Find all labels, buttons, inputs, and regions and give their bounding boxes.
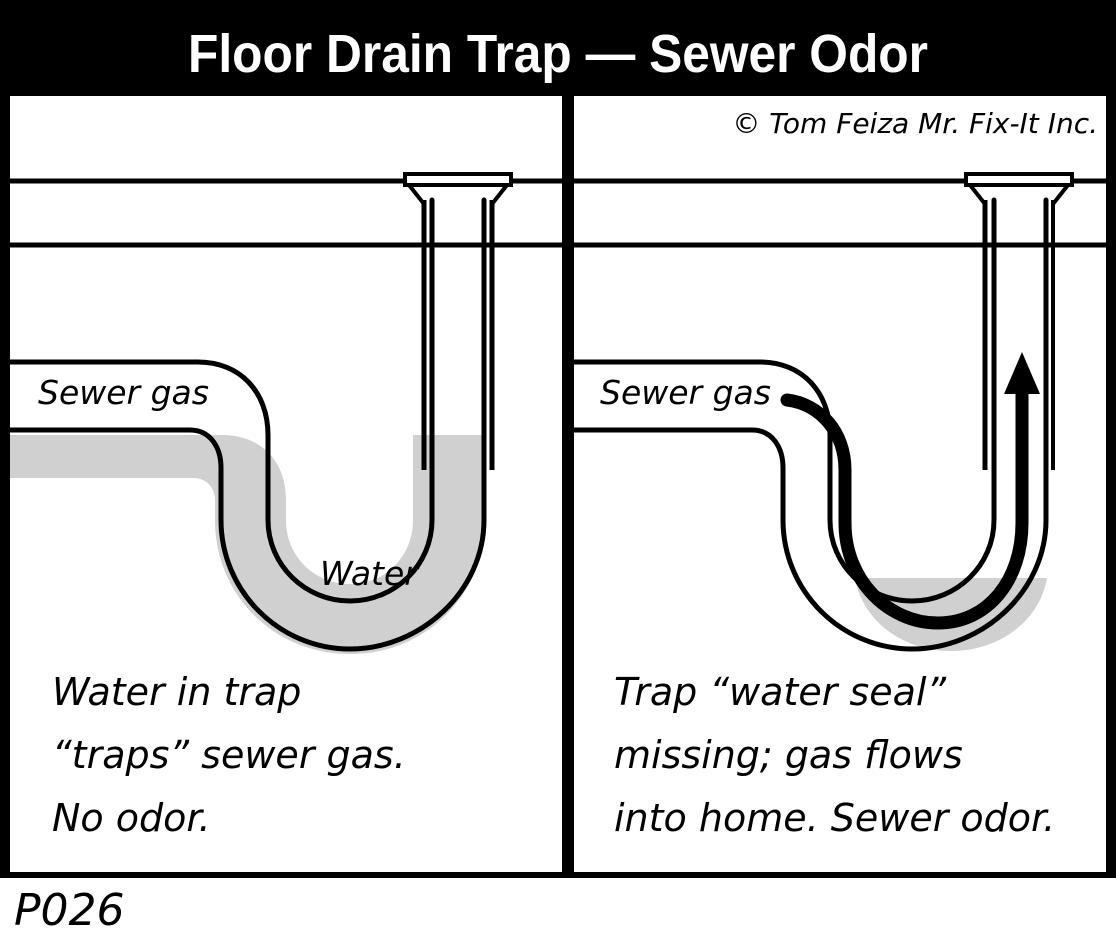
gas-flow-arrowhead (1004, 352, 1040, 394)
caption-right-line-2: missing; gas flows (614, 733, 963, 777)
floor-drain-flange-right (964, 172, 1074, 187)
label-sewer-gas-left: Sewer gas (38, 373, 209, 412)
panel-right: Sewer gas Trap “water seal” missing; gas… (572, 96, 1106, 872)
copyright-notice: © Tom Feiza Mr. Fix-It Inc. (732, 107, 1098, 140)
trap-outline-inner-wall (10, 197, 435, 604)
figure-code-label: P026 (14, 885, 125, 934)
page-title: Floor Drain Trap — Sewer Odor (188, 24, 928, 84)
caption-right-line-3: into home. Sewer odor. (614, 796, 1055, 840)
trap-outline-outer-wall-right (572, 197, 1049, 652)
gas-flow-arrow-path (780, 363, 1029, 630)
label-water: Water (320, 554, 420, 593)
caption-right-line-1: Trap “water seal” (614, 670, 946, 714)
caption-left-line-2: “traps” sewer gas. (52, 733, 406, 777)
trap-outline-outer-wall (10, 197, 487, 652)
panel-left: Sewer gas Water Water in trap “traps” se… (10, 96, 562, 872)
label-sewer-gas-right: Sewer gas (600, 373, 771, 412)
floor-drain-flange (403, 172, 513, 187)
caption-left-line-3: No odor. (52, 796, 211, 840)
panel-divider (562, 96, 574, 872)
caption-left-line-1: Water in trap (52, 670, 301, 714)
